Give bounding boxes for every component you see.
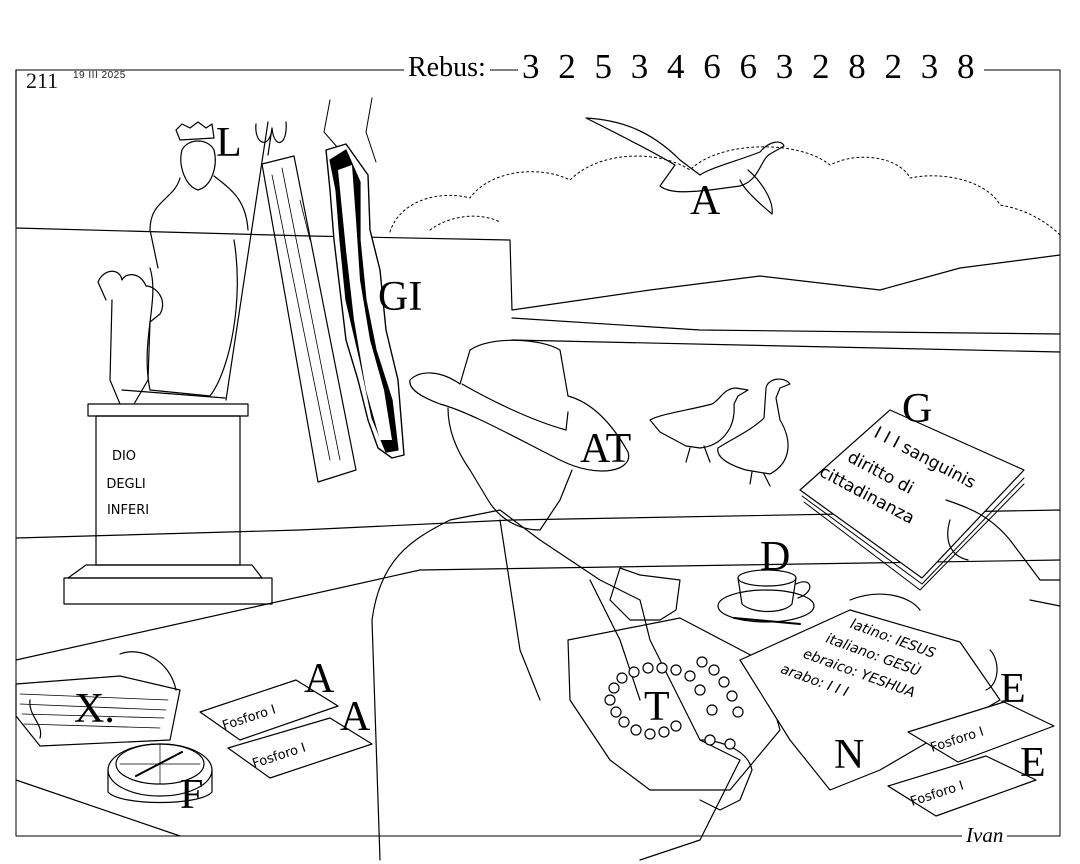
letter-compass: F — [180, 772, 204, 818]
matchbox-right-top — [907, 701, 1055, 763]
letter-matchbox-right-top: E — [1000, 666, 1026, 712]
author-signature: Ivan — [962, 823, 1008, 848]
letter-cup: D — [760, 534, 791, 580]
flying-goose — [585, 117, 785, 215]
clouds — [389, 146, 1061, 236]
letter-scroll: N — [834, 732, 865, 778]
hat-icon — [409, 339, 630, 472]
letter-music: X. — [74, 686, 115, 732]
compass — [107, 743, 213, 804]
standing-geese — [649, 378, 791, 487]
pedestal-inscription: DIO DEGLI INFERI — [106, 449, 149, 518]
split-plank — [323, 97, 405, 459]
rebus-label: Rebus: — [404, 52, 490, 84]
ground-line — [15, 509, 1061, 539]
puzzle-date: 19 III 2025 — [73, 70, 126, 81]
letter-lightning: GI — [378, 274, 423, 320]
letter-matchbox-left-top: A — [304, 656, 335, 702]
matchbox-left-bottom — [227, 717, 373, 779]
letter-hat: AT — [580, 426, 632, 472]
coffee-cup — [717, 569, 815, 625]
letter-matchbox-right-bottom: E — [1020, 740, 1046, 786]
letter-rosary: T — [644, 684, 670, 730]
matchbox-right-bottom — [887, 755, 1037, 817]
pluto-statue — [63, 121, 287, 605]
letter-goose-flying: A — [690, 178, 721, 224]
wooden-plank — [261, 155, 357, 483]
man-in-hat — [371, 339, 753, 861]
pedestal-line-1: DIO — [112, 449, 136, 464]
letter-pluto: L — [216, 120, 242, 166]
rosary-beads — [604, 656, 744, 750]
book — [799, 409, 1061, 607]
back-wall — [15, 227, 513, 311]
matchbox-left-top — [199, 679, 339, 741]
music-scroll — [15, 651, 181, 747]
table-edge — [15, 559, 1061, 837]
rebus-sequence: 3 2 5 3 4 6 6 3 2 8 2 3 8 — [518, 47, 984, 87]
rosary-sheet — [567, 617, 781, 791]
letter-matchbox-left-bottom: A — [340, 694, 371, 740]
pedestal-line-3: INFERI — [107, 503, 149, 518]
letter-book: G — [902, 386, 933, 432]
matchboxes — [199, 679, 1055, 817]
hills — [511, 254, 1061, 353]
pedestal-line-2: DEGLI — [106, 477, 145, 492]
puzzle-number: 211 — [26, 68, 59, 93]
